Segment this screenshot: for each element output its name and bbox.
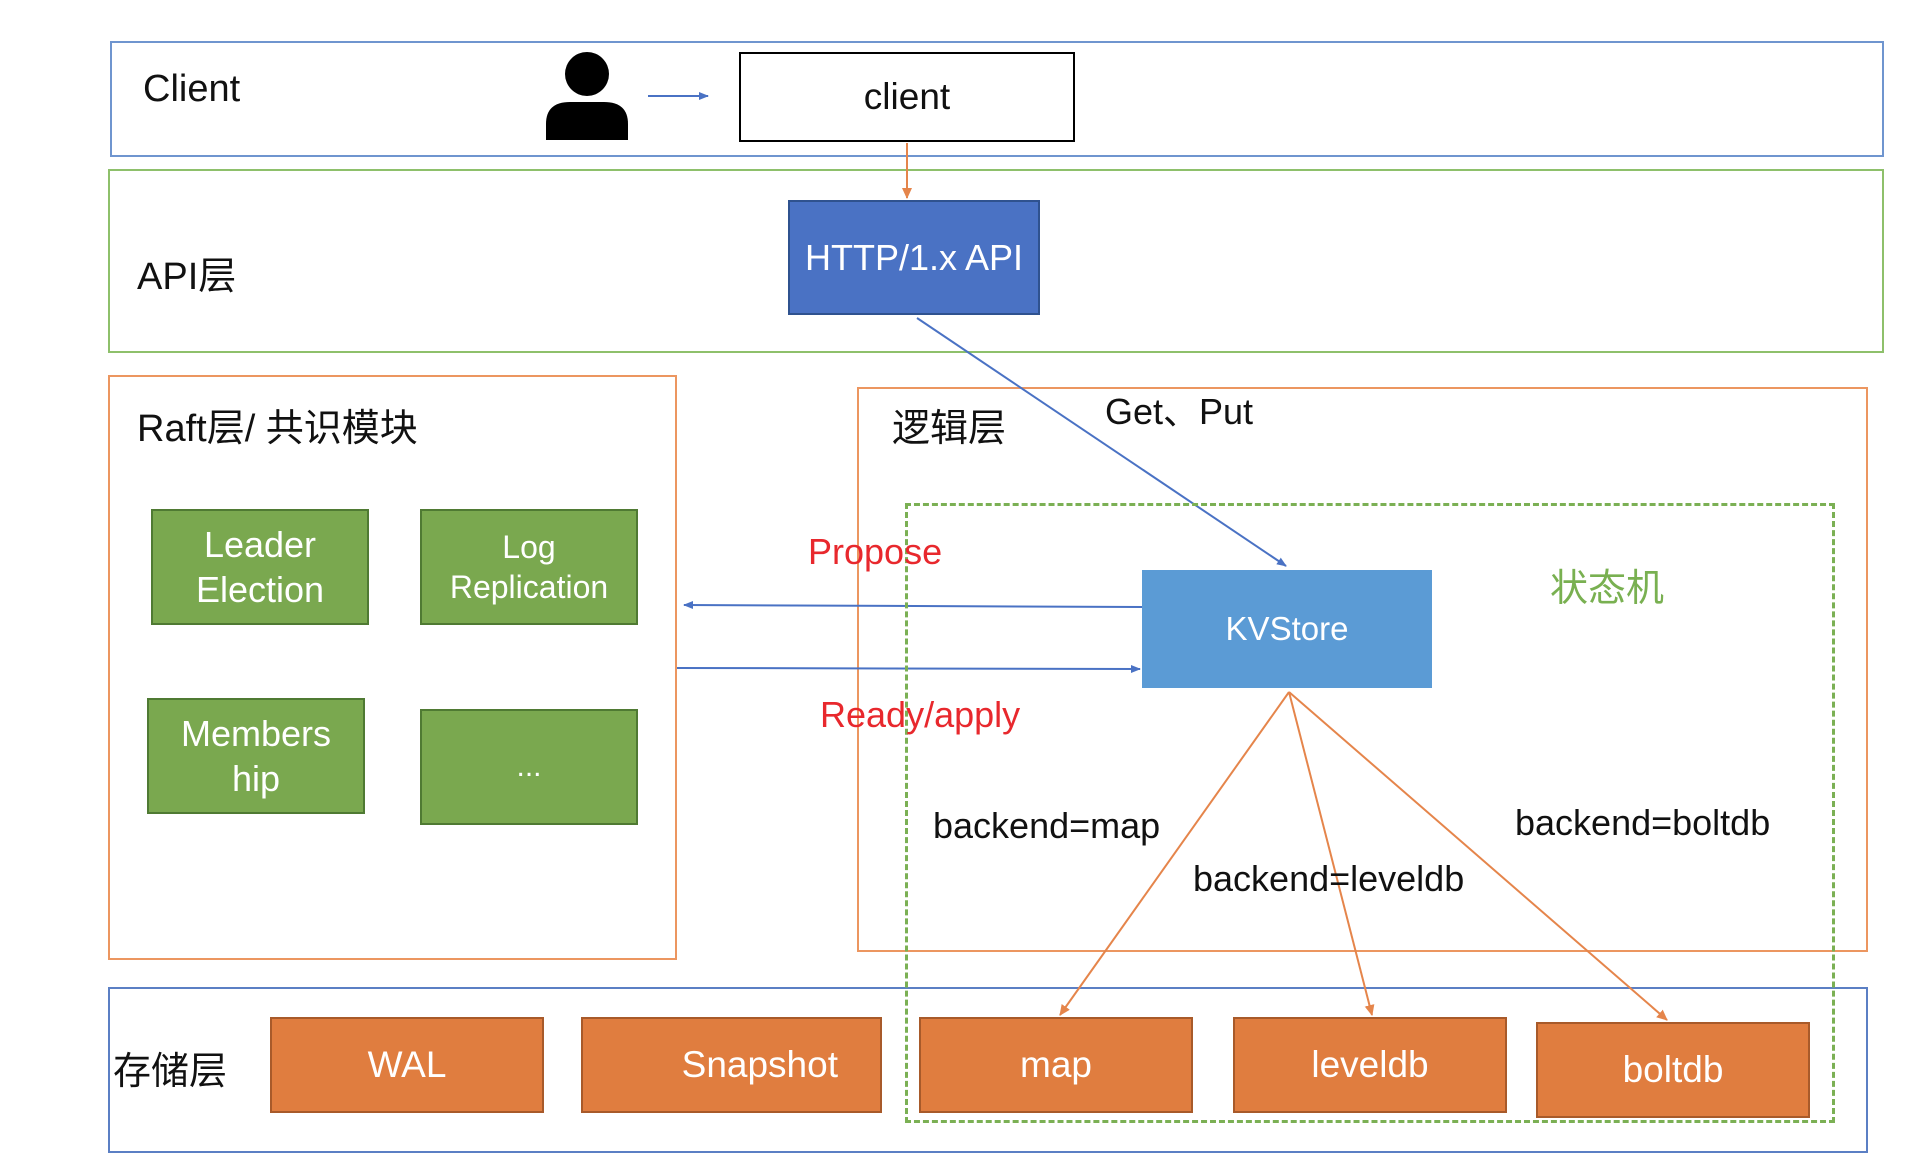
user-icon [546, 52, 628, 140]
leader-election-box: Leader Election [151, 509, 369, 625]
map-box: map [919, 1017, 1193, 1113]
client-layer [110, 41, 1884, 157]
backend-leveldb-label: backend=leveldb [1193, 858, 1465, 899]
snapshot-box: Snapshot [581, 1017, 882, 1113]
storage-layer-label: 存储层 [113, 1051, 228, 1093]
propose-label: Propose [808, 531, 943, 572]
backend-boltdb-label: backend=boltdb [1515, 802, 1771, 843]
http-api-box: HTTP/1.x API [788, 200, 1040, 315]
raft-layer-label: Raft层/ 共识模块 [137, 408, 418, 450]
log-replication-box: Log Replication [420, 509, 638, 625]
membership-box: Members hip [147, 698, 365, 814]
logic-layer-label: 逻辑层 [892, 408, 1007, 450]
boltdb-box: boltdb [1536, 1022, 1810, 1118]
backend-map-label: backend=map [933, 805, 1161, 846]
client-layer-label: Client [143, 68, 241, 110]
ready-apply-label: Ready/apply [820, 694, 1021, 735]
state-machine-region [905, 503, 1835, 1123]
storage-layer [108, 987, 1868, 1153]
state-machine-label: 状态机 [1550, 568, 1665, 610]
kvstore-box: KVStore [1142, 570, 1432, 688]
more-modules-box: ... [420, 709, 638, 825]
wal-box: WAL [270, 1017, 544, 1113]
get-put-label: Get、Put [1105, 391, 1254, 432]
client-box: client [739, 52, 1075, 142]
api-layer-label: API层 [137, 256, 237, 298]
raft-layer [108, 375, 677, 960]
